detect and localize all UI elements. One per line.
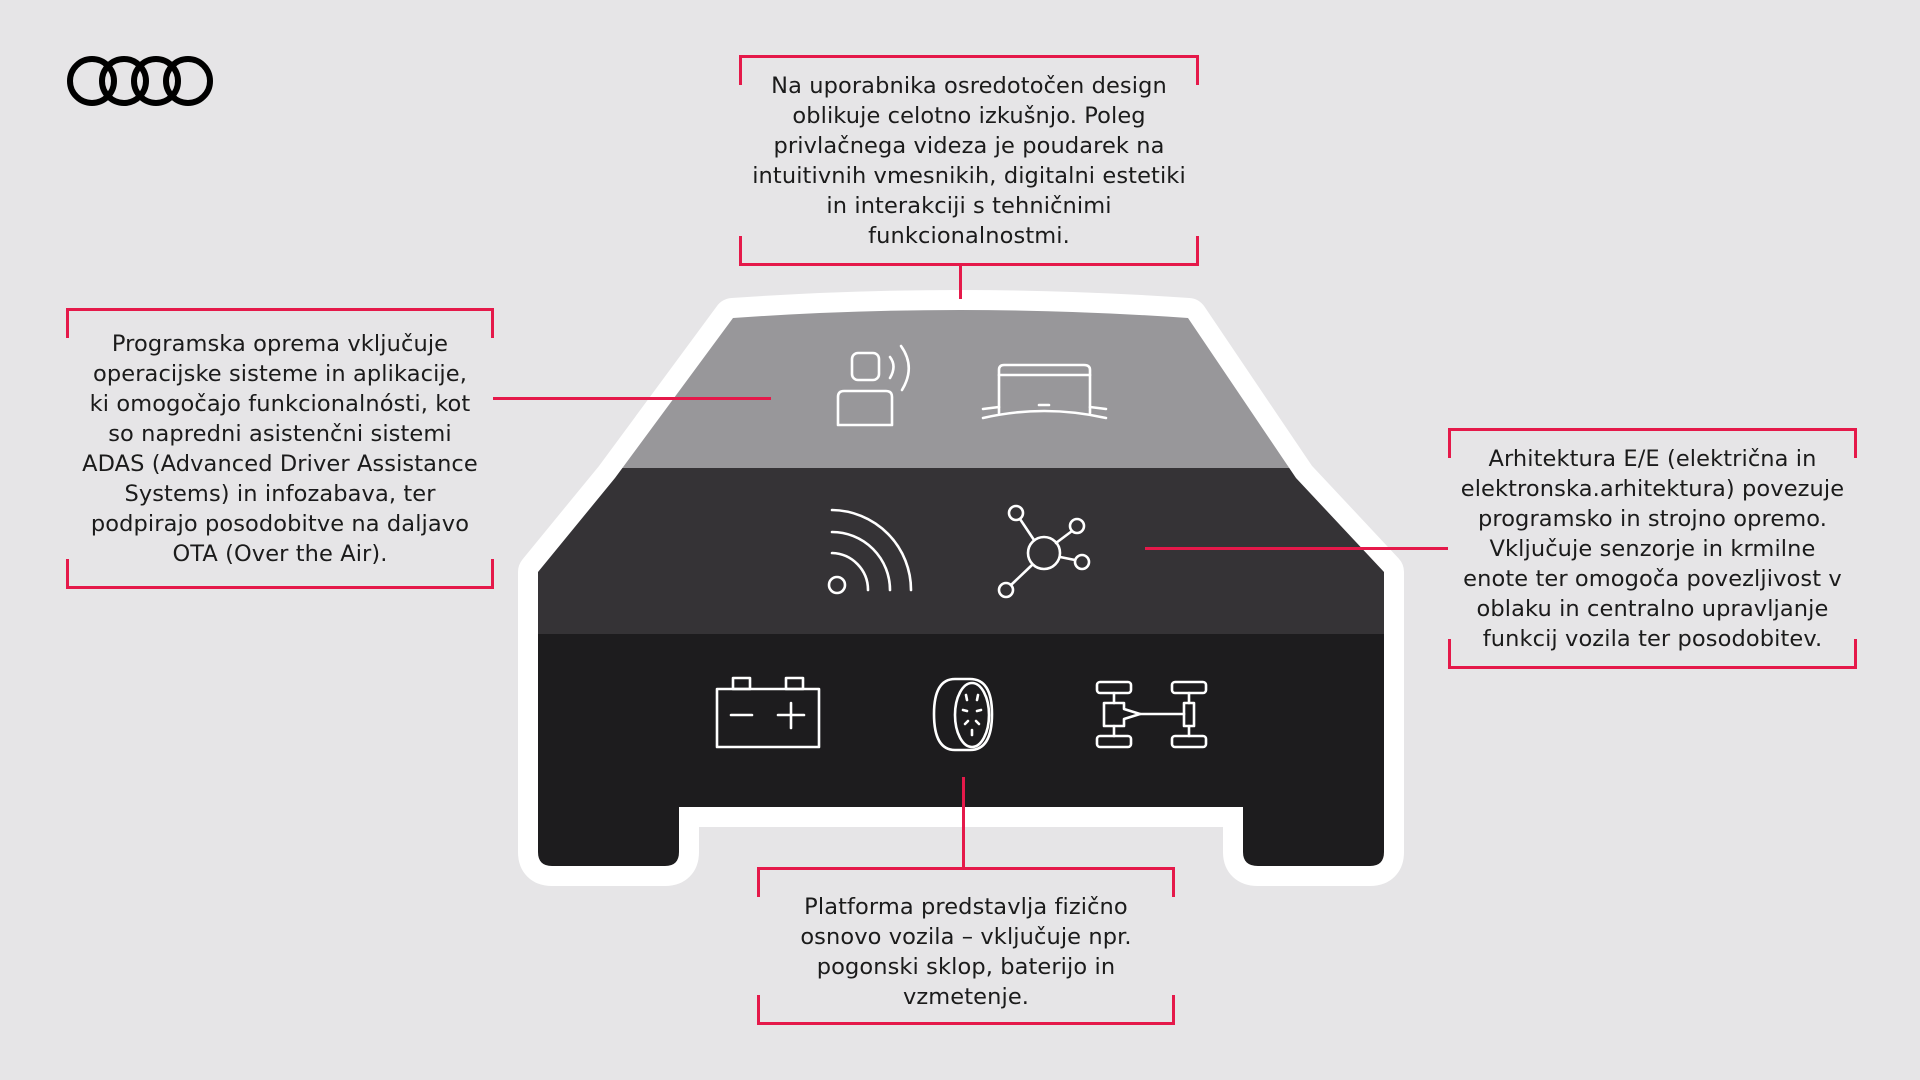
layer-ee-architecture — [538, 468, 1384, 634]
connector-right — [1145, 547, 1448, 550]
connector-top — [959, 264, 962, 299]
connector-left — [493, 397, 771, 400]
drivetrain-chassis-icon — [1095, 680, 1208, 749]
connector-bottom — [962, 777, 965, 868]
battery-icon — [715, 676, 821, 749]
driver-assistance-icon — [836, 344, 911, 427]
callout-ee-architecture: Arhitektura E/E (električna in elektrons… — [1448, 428, 1857, 669]
connectivity-signal-icon — [827, 508, 913, 595]
callout-text: Na uporabnika osredotočen design oblikuj… — [752, 72, 1186, 249]
callout-text: Programska oprema vključuje operacijske … — [82, 330, 478, 567]
callout-text: Arhitektura E/E (električna in elektrons… — [1460, 445, 1845, 652]
callout-text: Platforma predstavlja fizično osnovo voz… — [800, 894, 1132, 1010]
network-hub-icon — [997, 504, 1091, 599]
windshield-display-icon — [981, 363, 1108, 420]
callout-software: Programska oprema vključuje operacijske … — [66, 308, 494, 589]
callout-platform: Platforma predstavlja fizično osnovo voz… — [757, 867, 1175, 1025]
layer-platform — [538, 634, 1384, 866]
tire-icon — [932, 677, 994, 752]
four-rings-logo — [67, 56, 213, 106]
callout-user-experience: Na uporabnika osredotočen design oblikuj… — [739, 55, 1199, 266]
